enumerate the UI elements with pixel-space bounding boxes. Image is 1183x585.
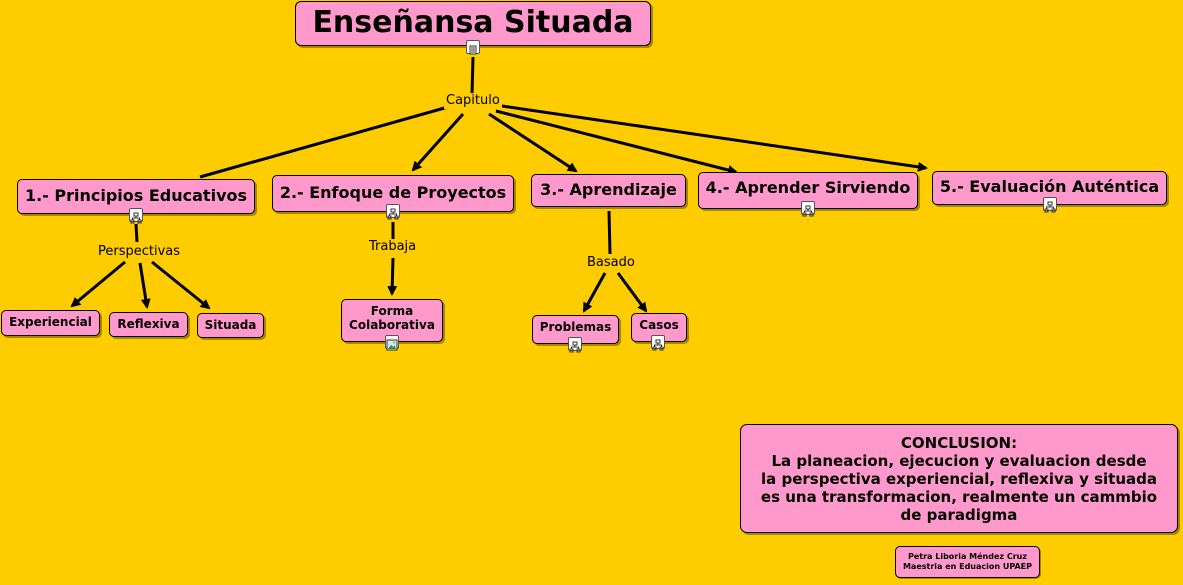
- forma-label: Forma: [370, 304, 414, 318]
- problemas-label: Problemas: [539, 320, 612, 334]
- conclusion-heading: CONCLUSION:: [900, 433, 1018, 452]
- document-icon[interactable]: [466, 40, 480, 55]
- link-perspectivas-reflexiva: [138, 262, 151, 309]
- colaborativa-label: Colaborativa: [349, 317, 435, 332]
- author-node[interactable]: Petra Liboria Méndez Cruz Maestria en Ed…: [895, 546, 1040, 578]
- chapter-2-label: 2.- Enfoque de Proyectos: [279, 183, 507, 203]
- experiencial-node[interactable]: Experiencial: [1, 310, 100, 336]
- link-label-basado: Basado: [585, 255, 637, 271]
- forma-colaborativa-node[interactable]: Forma Colaborativa: [341, 299, 443, 342]
- submap-icon[interactable]: [651, 335, 665, 351]
- link-title-capitulo: [470, 56, 475, 95]
- situada-node[interactable]: Situada: [197, 313, 264, 338]
- conclusion-line-1: La planeacion, ejecucion y evaluacion de…: [771, 451, 1147, 470]
- chapter-4-label: 4.- Aprender Sirviendo: [705, 178, 911, 197]
- link-ch1-perspectivas: [134, 223, 139, 243]
- link-capitulo-ch4: [495, 109, 738, 175]
- submap-icon[interactable]: [801, 201, 815, 217]
- page-title: Enseñansa Situada: [312, 5, 634, 41]
- link-perspectivas-situada: [151, 260, 211, 310]
- casos-label: Casos: [639, 318, 679, 332]
- title-node[interactable]: Enseñansa Situada: [295, 1, 651, 46]
- link-ch3-basado: [607, 210, 612, 255]
- conclusion-line-3: es una transformacion, realmente un camm…: [760, 487, 1158, 506]
- link-capitulo-ch2: [411, 113, 465, 172]
- submap-icon[interactable]: [1043, 197, 1057, 213]
- chapter-5-label: 5.- Evaluación Auténtica: [939, 177, 1160, 196]
- author-name: Petra Liboria Méndez Cruz: [907, 552, 1028, 561]
- conclusion-line-4: de paradigma: [900, 505, 1018, 524]
- reflexiva-node[interactable]: Reflexiva: [109, 312, 188, 337]
- link-capitulo-ch1: [199, 105, 449, 179]
- link-perspectivas-experiencial: [70, 260, 126, 308]
- link-label-capitulo: Capitulo: [444, 93, 502, 109]
- link-basado-problemas: [582, 272, 607, 313]
- link-trabaja-forma: [387, 257, 398, 296]
- experiencial-label: Experiencial: [9, 315, 92, 330]
- submap-icon[interactable]: [568, 337, 582, 353]
- submap-icon[interactable]: [129, 208, 143, 224]
- link-label-trabaja: Trabaja: [367, 239, 419, 255]
- chapter-3-node[interactable]: 3.- Aprendizaje: [531, 174, 686, 207]
- link-capitulo-ch5: [501, 104, 928, 172]
- submap-icon[interactable]: [386, 204, 400, 220]
- author-program: Maestria en Eduacion UPAEP: [902, 562, 1033, 571]
- conclusion-node[interactable]: CONCLUSION: La planeacion, ejecucion y e…: [740, 424, 1178, 533]
- chapter-3-label: 3.- Aprendizaje: [540, 180, 677, 200]
- link-label-perspectivas: Perspectivas: [96, 244, 183, 260]
- image-icon[interactable]: [385, 335, 399, 351]
- situada-label: Situada: [204, 317, 257, 332]
- chapter-1-label: 1.- Principios Educativos: [24, 186, 248, 206]
- reflexiva-label: Reflexiva: [117, 316, 180, 331]
- link-capitulo-ch3: [488, 112, 578, 173]
- link-basado-casos: [616, 272, 648, 313]
- conclusion-line-2: la perspectiva experiencial, reflexiva y…: [760, 469, 1158, 488]
